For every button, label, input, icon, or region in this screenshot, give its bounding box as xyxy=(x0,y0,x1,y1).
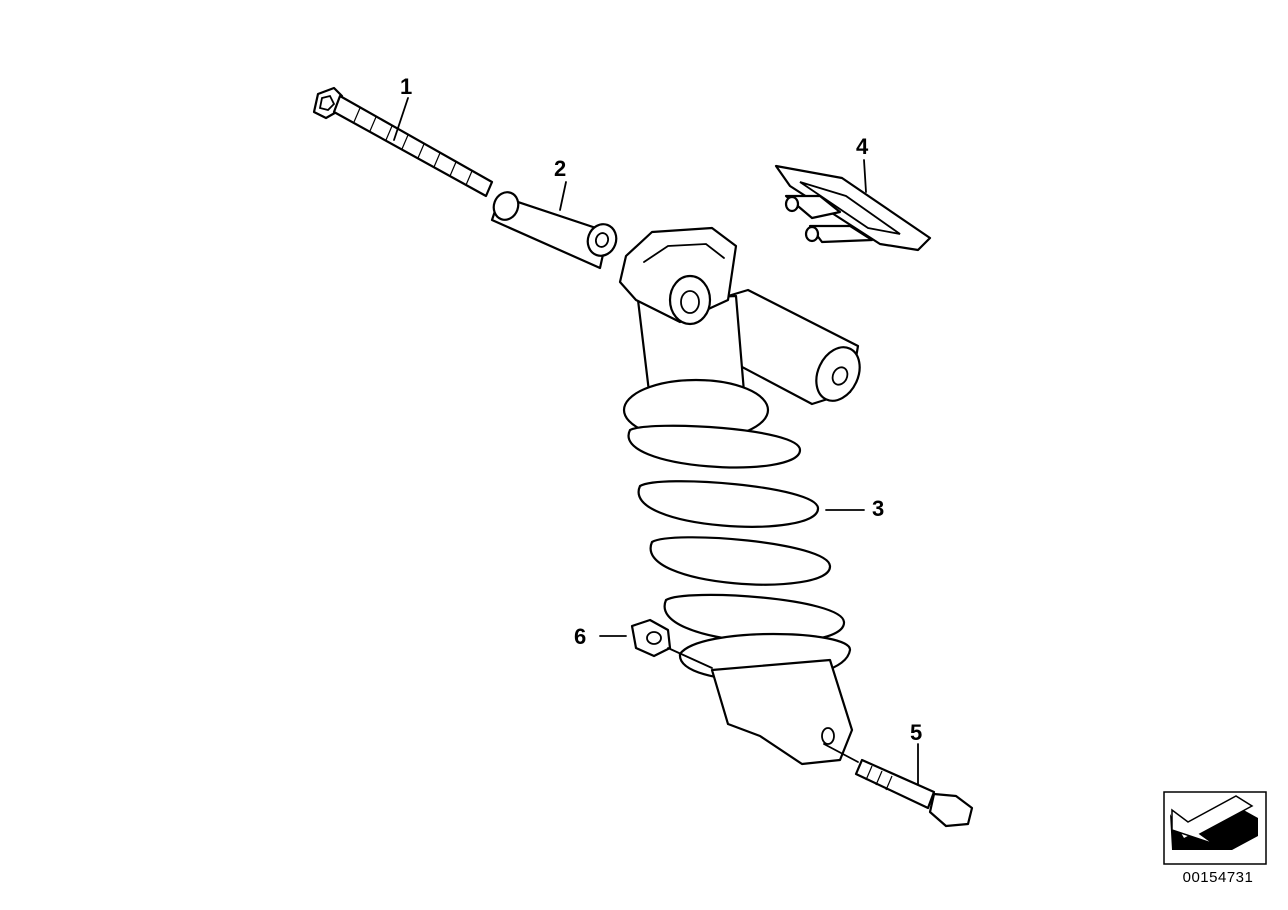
part-4-bracket[interactable] xyxy=(774,159,932,252)
part-1-bolt[interactable] xyxy=(312,86,494,198)
navigation-arrow-icon xyxy=(1163,791,1267,865)
callout-1: 1 xyxy=(400,74,412,99)
part-3-shock-absorber[interactable] xyxy=(618,226,868,766)
callout-5: 5 xyxy=(910,720,922,745)
callout-2: 2 xyxy=(554,156,566,181)
callout-6: 6 xyxy=(574,624,586,649)
callout-4: 4 xyxy=(856,134,869,159)
callout-3: 3 xyxy=(872,496,884,521)
part-2-sleeve[interactable] xyxy=(490,181,621,270)
part-5-screw[interactable] xyxy=(823,743,974,828)
part-6-nut[interactable] xyxy=(599,618,713,669)
drawing-number: 00154731 xyxy=(1182,869,1254,886)
